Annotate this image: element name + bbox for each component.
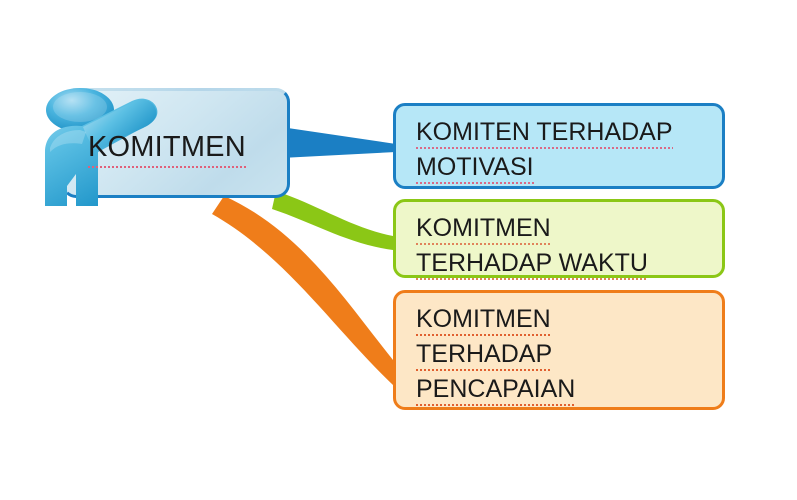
branch-node-line: KOMITMEN <box>416 211 722 246</box>
branch-node-motivasi[interactable]: KOMITEN TERHADAP MOTIVASI <box>393 103 725 189</box>
branch-node-line: KOMITMEN <box>416 302 722 337</box>
connector-to-node-0 <box>281 127 396 158</box>
branch-node-pencapaian[interactable]: KOMITMEN TERHADAP PENCAPAIAN <box>393 290 725 410</box>
connector-to-node-2 <box>212 196 393 385</box>
connector-to-node-1 <box>272 191 393 250</box>
branch-node-line: KOMITEN TERHADAP <box>416 115 722 150</box>
central-node-text: KOMITMEN <box>88 131 246 168</box>
central-node-label: KOMITMEN <box>88 131 246 168</box>
branch-node-line: MOTIVASI <box>416 150 722 185</box>
branch-node-line: PENCAPAIAN <box>416 372 722 407</box>
person-icon <box>45 88 158 206</box>
branch-node-line: TERHADAP WAKTU <box>416 246 722 281</box>
branch-node-waktu[interactable]: KOMITMEN TERHADAP WAKTU <box>393 199 725 281</box>
branch-node-line: TERHADAP <box>416 337 722 372</box>
